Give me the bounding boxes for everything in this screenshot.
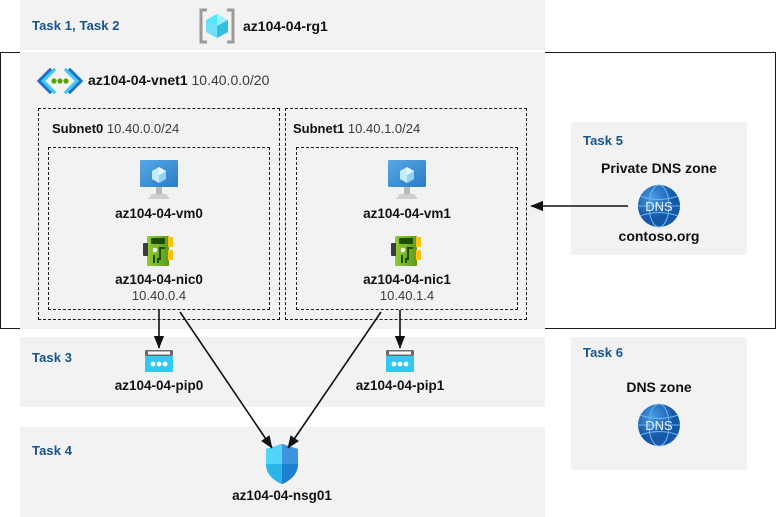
task-label-task3: Task 3 xyxy=(32,350,73,365)
resource-group-name: az104-04-rg1 xyxy=(243,18,328,34)
vnet-cidr: 10.40.0.0/20 xyxy=(191,72,270,88)
virtual-network-icon xyxy=(36,67,84,95)
task3-panel xyxy=(20,337,545,407)
vm-node-az104-04-vm0[interactable]: az104-04-vm0 xyxy=(99,158,219,222)
dns-zone-icon[interactable]: DNS xyxy=(630,403,688,452)
task6-panel xyxy=(571,337,747,470)
nic1-ip: 10.40.1.4 xyxy=(379,288,435,303)
task-label-task6: Task 6 xyxy=(583,345,624,360)
subnet1-title: Subnet1 10.40.1.0/24 xyxy=(293,121,420,136)
vnet-title: az104-04-vnet1 10.40.0.0/20 xyxy=(88,72,269,88)
public-ip-node-az104-04-pip1[interactable]: az104-04-pip1 xyxy=(340,348,460,394)
vm0-label: az104-04-vm0 xyxy=(115,206,203,221)
public-ip-node-az104-04-pip0[interactable]: az104-04-pip0 xyxy=(99,348,219,394)
dns-icon-text: DNS xyxy=(645,199,673,214)
resource-group-icon xyxy=(197,7,237,45)
network-interface-icon xyxy=(99,234,219,270)
nic0-ip: 10.40.0.4 xyxy=(131,288,187,303)
task-label-task5: Task 5 xyxy=(583,133,624,148)
nsg-label: az104-04-nsg01 xyxy=(232,488,332,503)
subnet1-cidr: 10.40.1.0/24 xyxy=(347,121,421,136)
task-label-task4: Task 4 xyxy=(32,443,73,458)
nic-node-az104-04-nic0[interactable]: az104-04-nic0 10.40.0.4 xyxy=(99,234,219,304)
nsg-node-az104-04-nsg01[interactable]: az104-04-nsg01 xyxy=(222,442,342,504)
subnet1-name: Subnet1 xyxy=(293,121,345,136)
private-dns-zone-name: contoso.org xyxy=(618,228,700,244)
nic0-label: az104-04-nic0 xyxy=(115,272,203,287)
private-dns-zone-title: Private DNS zone xyxy=(601,160,717,176)
task-label-task1-task2: Task 1, Task 2 xyxy=(32,18,120,33)
virtual-machine-icon xyxy=(347,158,467,204)
vm1-label: az104-04-vm1 xyxy=(363,206,451,221)
virtual-machine-icon xyxy=(99,158,219,204)
network-interface-icon xyxy=(347,234,467,270)
subnet0-name: Subnet0 xyxy=(52,121,104,136)
pip1-label: az104-04-pip1 xyxy=(355,378,445,393)
public-ip-address-icon xyxy=(340,348,460,376)
dns-icon-text: DNS xyxy=(645,418,673,433)
dns-zone-title: DNS zone xyxy=(626,379,692,395)
nic1-label: az104-04-nic1 xyxy=(363,272,451,287)
subnet0-title: Subnet0 10.40.0.0/24 xyxy=(52,121,179,136)
public-ip-address-icon xyxy=(99,348,219,376)
vm-node-az104-04-vm1[interactable]: az104-04-vm1 xyxy=(347,158,467,222)
dns-zone-icon[interactable]: DNS xyxy=(630,184,688,233)
vnet-name: az104-04-vnet1 xyxy=(88,72,188,88)
nic-node-az104-04-nic1[interactable]: az104-04-nic1 10.40.1.4 xyxy=(347,234,467,304)
pip0-label: az104-04-pip0 xyxy=(114,378,204,393)
subnet0-cidr: 10.40.0.0/24 xyxy=(106,121,180,136)
network-security-group-icon xyxy=(222,442,342,486)
resource-group-panel xyxy=(20,0,545,50)
